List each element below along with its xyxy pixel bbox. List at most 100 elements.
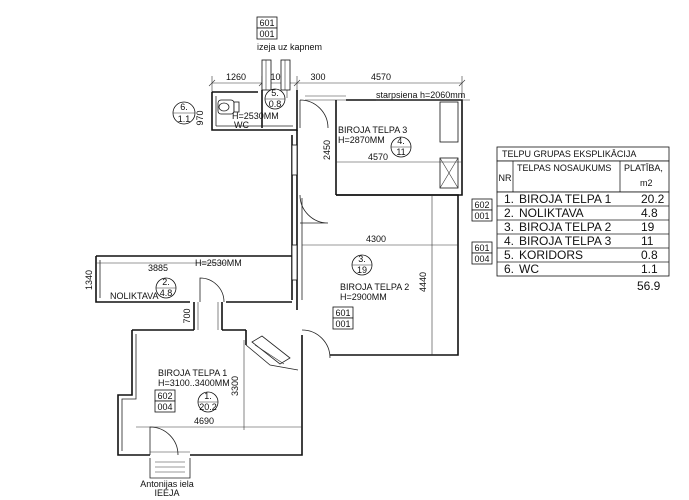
small-passage: [193, 302, 223, 330]
svg-text:601: 601: [474, 243, 489, 253]
room-2-tag-bottom: 001: [335, 319, 350, 329]
svg-text:1.: 1.: [504, 192, 514, 206]
room-2-tag-top: 601: [335, 308, 350, 318]
svg-text:BIROJA TELPA 1: BIROJA TELPA 1: [519, 192, 612, 206]
room-2-walls: [296, 194, 459, 356]
svg-text:3.: 3.: [504, 220, 514, 234]
svg-text:19: 19: [641, 220, 655, 234]
dim-4300: 4300: [366, 234, 386, 244]
exit-roof-label: izeja uz kapnem: [257, 42, 322, 52]
table-col-name: TELPAS NOSAUKUMS: [517, 163, 611, 173]
dim-4570-mid: 4570: [368, 152, 388, 162]
room-2-height: H=2900MM: [340, 292, 387, 302]
room-3-area: 11: [396, 147, 405, 157]
room-1-walls: [117, 329, 303, 456]
room-3-nr: 4.: [397, 136, 405, 146]
dim-1260: 1260: [226, 72, 246, 82]
room-2-nr: 3.: [358, 254, 366, 264]
room-1-tag-bottom: 004: [157, 402, 172, 412]
storage-area: 4.8: [160, 288, 173, 298]
svg-text:20.2: 20.2: [641, 192, 665, 206]
dim-300: 300: [310, 72, 325, 82]
svg-text:001: 001: [474, 211, 489, 221]
storage-tag: 2. 4.8: [155, 277, 177, 299]
partition-label: starpsiena h=2060mm: [376, 90, 465, 100]
table-row: 2. NOLIKTAVA 4.8: [504, 206, 658, 220]
svg-text:BIROJA TELPA 2: BIROJA TELPA 2: [519, 220, 612, 234]
svg-text:NOLIKTAVA: NOLIKTAVA: [519, 206, 584, 220]
room-2-tag: 3. 19: [351, 254, 373, 276]
svg-text:0.8: 0.8: [641, 248, 658, 262]
dim-3300: 3300: [230, 376, 240, 396]
svg-text:KORIDORS: KORIDORS: [519, 248, 583, 262]
table-ref-tag-b: 601 004: [471, 241, 493, 265]
svg-text:004: 004: [474, 254, 489, 264]
room-1-area: 20.2: [199, 402, 217, 412]
room-2-ref-tag: 601 001: [332, 306, 354, 330]
toilet-icon: [217, 99, 240, 115]
entrance-door: [149, 426, 191, 479]
room-3-height: H=2870MM: [338, 135, 385, 145]
room-1-tag: 1. 20.2: [197, 391, 219, 413]
table-ref-tag-a: 602 001: [471, 198, 493, 222]
wc-door-swing: [299, 99, 329, 129]
wc-area: 1.1: [178, 114, 191, 124]
room-3-tag: 4. 11: [390, 136, 412, 158]
svg-text:WC: WC: [519, 262, 539, 276]
svg-text:1.1: 1.1: [641, 262, 658, 276]
corridor-room-tag: 5. 0.8: [264, 88, 286, 110]
room-1-ref-tag: 602 004: [154, 389, 176, 413]
wc-corridor-walls: [211, 59, 298, 131]
dim-2450: 2450: [322, 140, 332, 160]
storage-name: NOLIKTAVA: [110, 291, 159, 301]
wc-nr: 6.: [180, 102, 188, 112]
dim-970: 970: [195, 110, 205, 125]
wc-height: H=2530MM: [232, 111, 279, 121]
wc-room-tag: 6. 1.1: [172, 101, 196, 125]
table-col-area-2: m2: [640, 178, 653, 188]
svg-text:BIROJA TELPA 3: BIROJA TELPA 3: [519, 234, 612, 248]
svg-text:2.: 2.: [504, 206, 514, 220]
table-title: TELPU GRUPAS EKSPLIKĀCIJA: [502, 149, 636, 159]
room-3-name: BIROJA TELPA 3: [338, 125, 407, 135]
top-reference-tag: 601 001: [256, 16, 278, 40]
dim-910: 910: [265, 72, 280, 82]
room-1-tag-top: 602: [157, 391, 172, 401]
dim-1340: 1340: [84, 270, 94, 290]
storage-height: H=2530MM: [195, 258, 242, 268]
table-row: 6. WC 1.1: [504, 262, 658, 276]
dim-4440: 4440: [418, 272, 428, 292]
table-col-nr: NR: [499, 173, 512, 183]
dim-3885: 3885: [148, 263, 168, 273]
room-1-name: BIROJA TELPA 1: [158, 368, 227, 378]
corridor-area: 0.8: [269, 99, 282, 109]
top-tag-top: 601: [259, 18, 274, 28]
dim-4570-top: 4570: [371, 72, 391, 82]
table-total: 56.9: [637, 279, 661, 293]
svg-text:6.: 6.: [504, 262, 514, 276]
storage-walls: [95, 255, 292, 303]
svg-text:5.: 5.: [504, 248, 514, 262]
dim-4690: 4690: [194, 416, 214, 426]
room-2-name: BIROJA TELPA 2: [340, 282, 409, 292]
svg-text:602: 602: [474, 200, 489, 210]
table-col-area-1: PLATĪBA,: [624, 163, 663, 173]
table-row: 5. KORIDORS 0.8: [504, 248, 658, 262]
table-row: 1. BIROJA TELPA 1 20.2: [504, 192, 665, 206]
corridor-nr: 5.: [271, 88, 279, 98]
svg-text:4.8: 4.8: [641, 206, 658, 220]
svg-text:11: 11: [641, 234, 654, 248]
svg-text:4.: 4.: [504, 234, 514, 248]
top-tag-bottom: 001: [259, 29, 274, 39]
dim-700: 700: [182, 308, 192, 323]
room-1-height: H=3100..3400MM: [158, 378, 230, 388]
room-1-nr: 1.: [204, 391, 212, 401]
table-row: 3. BIROJA TELPA 2 19: [504, 220, 655, 234]
table-row: 4. BIROJA TELPA 3 11: [504, 234, 654, 248]
entrance-street: Antonijas iela: [140, 479, 194, 489]
explication-table: [496, 146, 670, 277]
central-wall: [291, 130, 329, 300]
wc-name: WC: [234, 120, 249, 130]
entrance-label: IEEJA: [154, 488, 179, 498]
